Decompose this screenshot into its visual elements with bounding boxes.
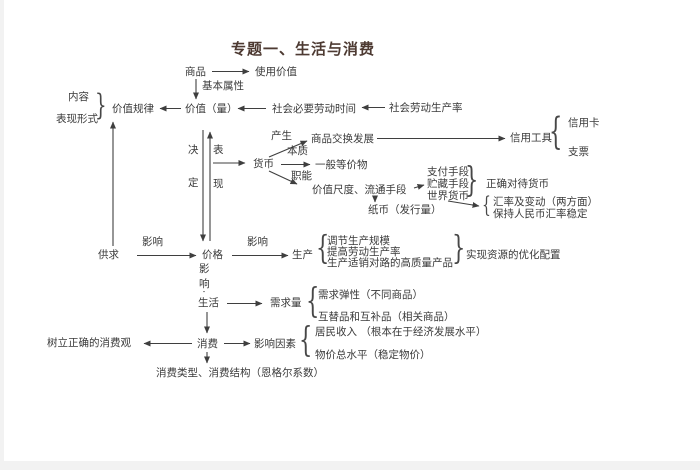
edge-label-benzhi: 本质 xyxy=(287,145,308,157)
node-xuqiuliang: 需求量 xyxy=(270,297,302,309)
edge-label-biaoxian: 表 现 xyxy=(213,142,224,191)
brace-huilv: { xyxy=(482,191,491,219)
node-shehui-biyao-laodong-shijian: 社会必要劳动时间 xyxy=(272,103,356,115)
node-tigao-shengchanlv: 提高劳动生产率 xyxy=(327,246,401,258)
brace-xuqiuliang: { xyxy=(306,281,320,322)
node-shixiao-chanpin: 生产适销对路的高质量产品 xyxy=(327,257,453,269)
brace-yingxiangyinsu: { xyxy=(299,320,313,361)
node-xinyongka: 信用卡 xyxy=(568,117,600,129)
char-ding: 定 xyxy=(188,177,199,189)
node-zhifu-shouduan: 支付手段 xyxy=(427,166,469,178)
node-huobi: 货币 xyxy=(253,158,274,170)
char-xiang: 响 xyxy=(198,276,211,291)
node-xiaofei-leixing: 消费类型、消费结构（恩格尔系数） xyxy=(156,367,324,379)
node-xiaofei: 消费 xyxy=(197,338,218,350)
edge-label-yingxiang-vertical: 影 响 xyxy=(198,261,211,291)
node-hutipin-hubupin: 互替品和互补品（相关商品） xyxy=(318,311,455,323)
page-edge-left xyxy=(0,0,4,470)
node-biaoxian-xingshi: 表现形式 xyxy=(56,113,98,125)
char-ying: 影 xyxy=(198,261,211,276)
brace-shouduan: } xyxy=(465,160,479,201)
node-shuli-xiaofeiguan: 树立正确的消费观 xyxy=(47,337,131,349)
node-yingxiang-yinsu: 影响因素 xyxy=(254,338,296,350)
node-wujia-zongshuiping: 物价总水平（稳定物价） xyxy=(315,349,431,361)
arrow-jiazhichidu-to-shouduan-group xyxy=(413,183,425,190)
node-tiaojie-guimo: 调节生产规模 xyxy=(327,235,390,247)
edge-label-zhineng: 职能 xyxy=(291,170,312,182)
edge-label-jiben-shuxing: 基本属性 xyxy=(202,80,244,92)
node-zhibi-faxingliang: 纸币（发行量） xyxy=(368,204,442,216)
char-biao: 表 xyxy=(213,144,224,156)
node-jumin-shouru: 居民收入 （根本在于经济发展水平） xyxy=(315,326,487,338)
char-jue: 决 xyxy=(188,144,199,156)
edge-label-yingxiang-1: 影响 xyxy=(142,236,163,248)
node-zhucang-shouduan: 贮藏手段 xyxy=(427,178,469,190)
edge-label-jueding: 决 定 xyxy=(188,142,199,190)
brace-shengchan-right: } xyxy=(452,228,466,268)
node-jiazhi-chidu-liutong: 价值尺度、流通手段 xyxy=(312,184,407,196)
node-xinyong-gongju: 信用工具 xyxy=(510,132,552,144)
node-shengchan: 生产 xyxy=(292,249,313,261)
node-yiban-dengjiawu: 一般等价物 xyxy=(315,159,368,171)
node-neirong: 内容 xyxy=(68,91,89,103)
node-huilv-biandong: 汇率及变动（两方面） xyxy=(493,196,598,208)
node-shixian-youhua: 实现资源的优化配置 xyxy=(466,249,561,261)
brace-jiazhiguilv: } xyxy=(95,89,107,123)
node-shangpin-jiaohuan-fazhan: 商品交换发展 xyxy=(311,133,374,145)
node-jiazhi-liang: 价值（量） xyxy=(185,103,238,115)
brace-xinyonggongju: { xyxy=(549,110,563,154)
page-edge-bottom xyxy=(0,461,700,470)
node-shenghuo: 生活 xyxy=(198,297,219,309)
brace-shengchan-left: { xyxy=(316,228,330,268)
node-gongqiu: 供求 xyxy=(98,249,119,261)
node-shiyong-jiazhi: 使用价值 xyxy=(255,66,297,78)
node-baochi-renminbi: 保持人民币汇率稳定 xyxy=(493,208,588,220)
node-xuqiu-tanxing: 需求弹性（不同商品） xyxy=(318,289,423,301)
diagram-title: 专题一、生活与消费 xyxy=(231,40,376,58)
node-jiage: 价格 xyxy=(202,249,223,261)
edge-label-yingxiang-2: 影响 xyxy=(247,236,268,248)
node-shijie-huobi: 世界货币 xyxy=(427,190,469,202)
node-shehui-laodong-shengchanlv: 社会劳动生产率 xyxy=(389,102,463,114)
node-zhipiao: 支票 xyxy=(568,146,589,158)
node-shangpin: 商品 xyxy=(185,66,206,78)
node-zhengque-duidai-huobi: 正确对待货币 xyxy=(486,178,549,190)
edge-label-chansheng: 产生 xyxy=(271,130,292,142)
node-jiazhi-guilv: 价值规律 xyxy=(112,103,154,115)
char-xian: 现 xyxy=(213,178,224,190)
